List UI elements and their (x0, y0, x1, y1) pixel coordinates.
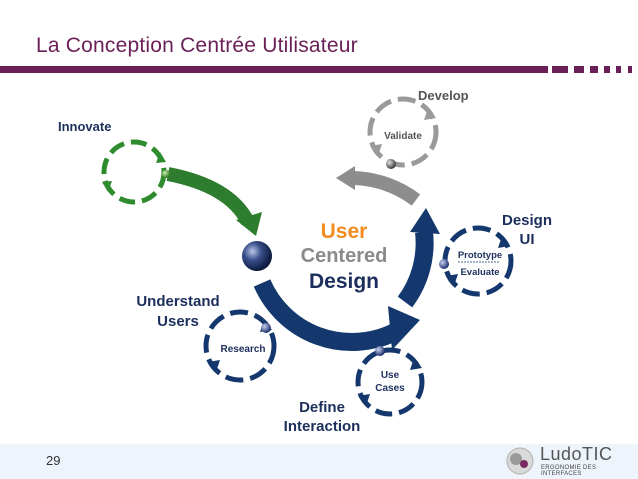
main-cycle-arrowhead-top (336, 166, 355, 190)
label-use-cases-line2: Cases (375, 383, 405, 394)
label-understand-line1: Understand (136, 293, 219, 310)
label-use-cases-line1: Use (381, 370, 400, 381)
title-underline-segment (552, 66, 568, 73)
center-label-design: Design (309, 270, 379, 293)
main-cycle-arc-top (353, 171, 421, 206)
label-develop: Develop (418, 88, 469, 103)
label-innovate: Innovate (58, 119, 111, 134)
main-cycle-arrowhead-bottom (388, 306, 420, 350)
innovate-arrow (166, 167, 262, 236)
title-underline-segment (616, 66, 621, 73)
title-underline-segment (574, 66, 584, 73)
label-research: Research (220, 344, 265, 355)
slide-title: La Conception Centrée Utilisateur (36, 34, 358, 57)
ludotic-logo-icon (506, 447, 534, 475)
center-label-user: User (321, 220, 368, 243)
center-label-centered: Centered (301, 245, 388, 267)
label-define-line1: Define (299, 399, 345, 416)
main-cycle-arrowhead-right (410, 208, 440, 234)
title-underline-segment (604, 66, 610, 73)
title-underline-segment (628, 66, 632, 73)
label-validate: Validate (384, 131, 422, 142)
develop-cycle (367, 96, 439, 169)
label-define-line2: Interaction (284, 418, 361, 435)
label-design-ui-line1: Design (502, 212, 552, 229)
label-design-ui-line2: UI (520, 231, 535, 248)
main-cycle-arc-right (397, 230, 434, 308)
title-underline-segment (590, 66, 598, 73)
center-sphere (242, 241, 272, 271)
use-cases-cycle (355, 346, 425, 417)
design-ui-cycle (439, 225, 514, 297)
logo-name: LudoTIC (540, 444, 613, 464)
research-cycle (203, 309, 277, 383)
title-underline (0, 66, 548, 73)
page-number: 29 (46, 453, 61, 468)
label-prototype: Prototype (458, 250, 502, 261)
logo-tagline: ERGONOMIE DES INTERFACES (541, 465, 597, 477)
label-evaluate: Evaluate (460, 267, 499, 278)
label-understand-line2: Users (157, 313, 199, 330)
innovate-cycle (101, 139, 170, 205)
main-cycle-arrows (253, 166, 440, 351)
main-cycle-arc-bottom (253, 279, 399, 351)
ucd-cycle-diagram: User Centered Design Innovate Develop Va… (58, 88, 552, 435)
